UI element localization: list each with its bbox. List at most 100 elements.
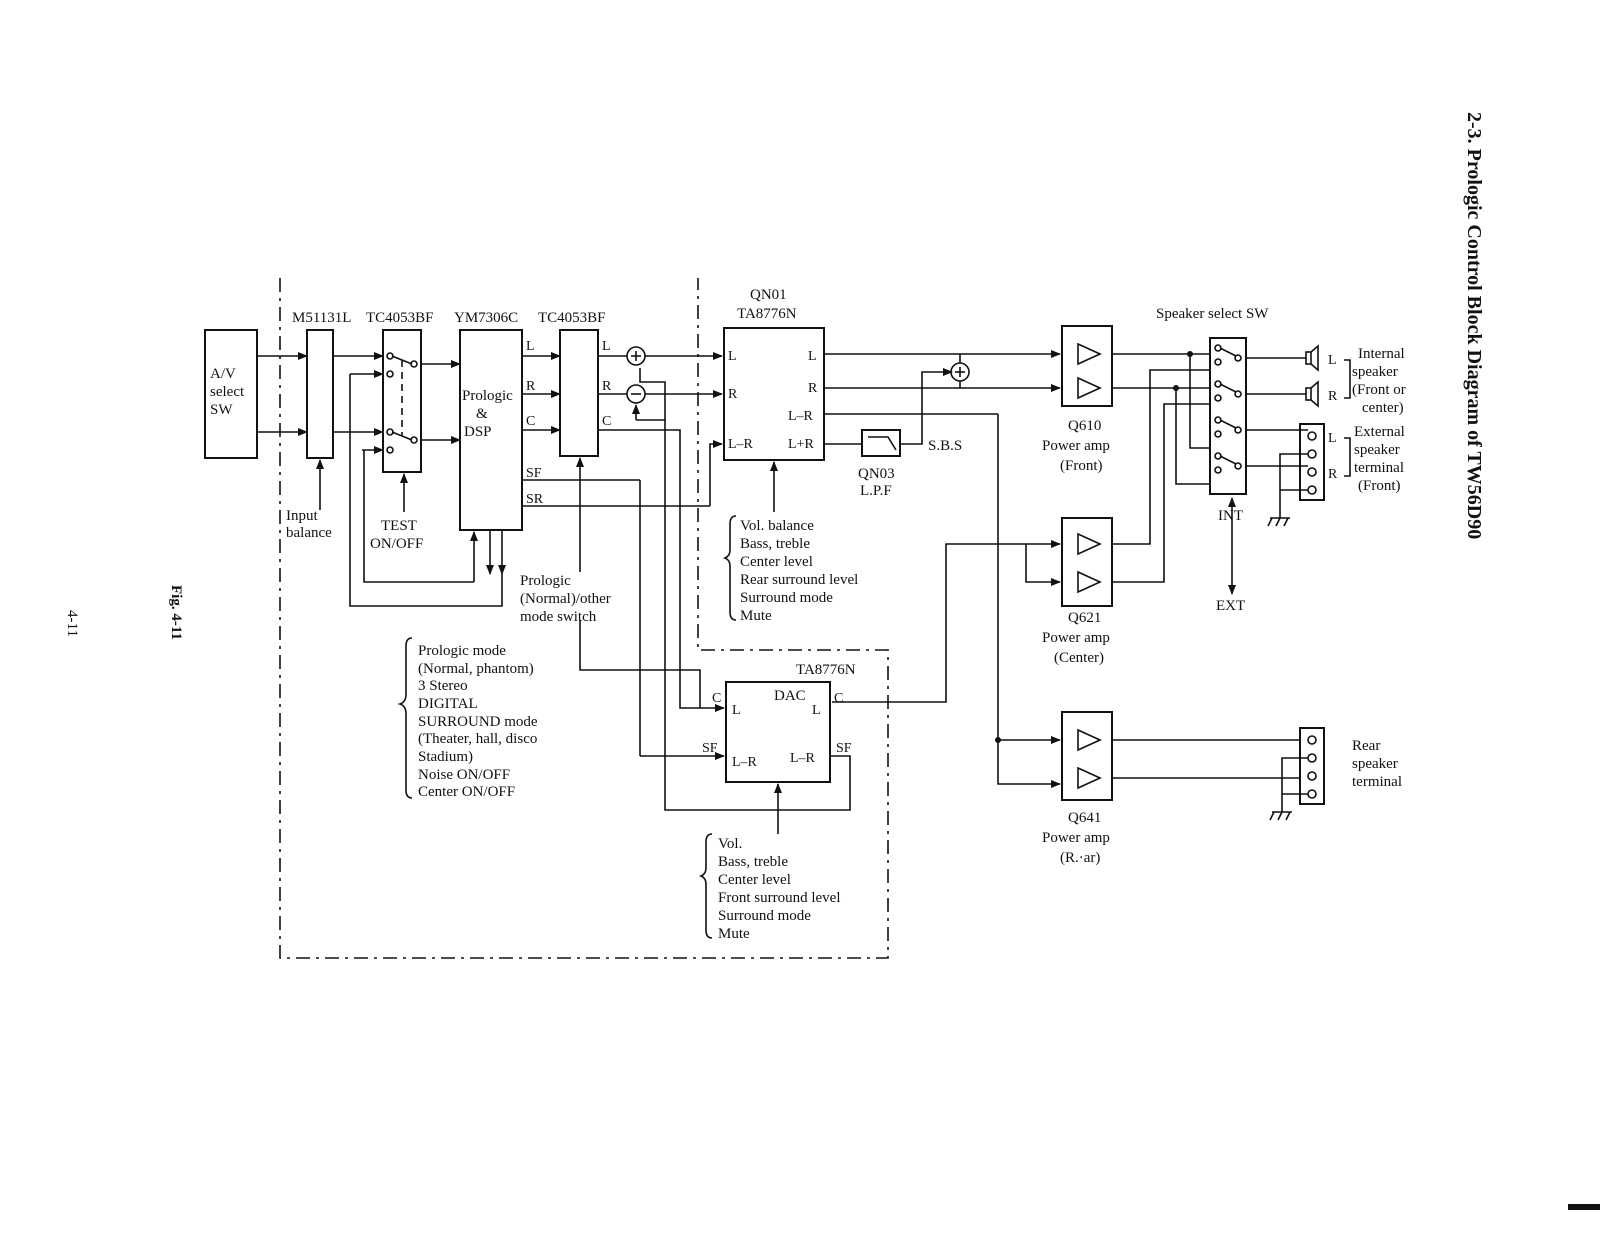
dac-out-c: C xyxy=(834,691,843,706)
svg-text:DIGITAL: DIGITAL xyxy=(418,696,478,712)
qn01-controls-list: Vol. balance Bass, treble Center level R… xyxy=(740,518,858,624)
qn03-label-2: L.P.F xyxy=(860,483,892,499)
qn01-out-r: R xyxy=(808,381,818,396)
int-spk-l: L xyxy=(1328,353,1337,368)
svg-text:(Normal, phantom): (Normal, phantom) xyxy=(418,661,534,677)
page-title: 2-3. Prologic Control Block Diagram of T… xyxy=(1463,112,1485,539)
q641-label-3: (R.·ar) xyxy=(1060,850,1100,866)
tc2-pin-l: L xyxy=(602,339,611,354)
qn03-label: QN03 xyxy=(858,466,895,482)
svg-text:Rear: Rear xyxy=(1352,738,1380,754)
ground-icon xyxy=(1267,517,1290,527)
fig-label: Fig. 4-11 xyxy=(168,585,184,640)
svg-text:terminal: terminal xyxy=(1354,460,1404,476)
qn01-out-lmr: L–R xyxy=(788,409,814,424)
q610-label-2: Power amp xyxy=(1042,438,1110,454)
qn01-pin-r: R xyxy=(728,387,738,402)
dsp-block xyxy=(459,329,523,531)
dsp-pin-sf: SF xyxy=(526,466,542,481)
dsp-label-1: Prologic xyxy=(462,388,513,404)
ta8776n-2-label: TA8776N xyxy=(796,662,856,678)
svg-text:center): center) xyxy=(1362,400,1404,416)
ext-term-l: L xyxy=(1328,431,1337,446)
qn01-brace xyxy=(722,515,737,621)
corner-mark xyxy=(1568,1204,1600,1210)
ta8776n-dac-block xyxy=(725,681,831,783)
ta8776n-controls-list: Vol. Bass, treble Center level Front sur… xyxy=(718,836,840,942)
prologic-modes-list: Prologic mode (Normal, phantom) 3 Stereo… xyxy=(418,643,538,800)
dac-label: DAC xyxy=(774,688,806,704)
svg-text:(Front): (Front) xyxy=(1358,478,1401,494)
q641-amp-block xyxy=(1061,711,1113,801)
prologic-switch-label-2: (Normal)/other xyxy=(520,591,611,607)
external-terminal-block xyxy=(1299,423,1325,501)
dac-in-c: C xyxy=(712,691,721,706)
m51131l-label: M51131L xyxy=(292,310,351,326)
test-label: TEST xyxy=(381,518,417,534)
q610-amp-block xyxy=(1061,325,1113,407)
internal-speaker-label: Internal speaker (Front or center) xyxy=(1352,346,1406,416)
q641-label: Q641 xyxy=(1068,810,1101,826)
svg-text:speaker: speaker xyxy=(1352,756,1398,772)
prologic-modes-brace xyxy=(397,637,413,799)
ta8776n-brace xyxy=(698,833,713,939)
svg-text:Center level: Center level xyxy=(718,872,791,888)
svg-text:Rear surround level: Rear surround level xyxy=(740,572,858,588)
svg-text:Noise ON/OFF: Noise ON/OFF xyxy=(418,767,510,783)
test-label-2: ON/OFF xyxy=(370,536,423,552)
svg-text:terminal: terminal xyxy=(1352,774,1402,790)
qn03-lpf-block xyxy=(861,429,901,457)
rear-speaker-label: Rear speaker terminal xyxy=(1352,738,1402,790)
svg-text:Mute: Mute xyxy=(740,608,772,624)
speaker-icon xyxy=(1305,344,1319,408)
qn01-block xyxy=(723,327,825,461)
dac-out-sf: SF xyxy=(836,741,852,756)
int-label: INT xyxy=(1218,508,1243,524)
svg-text:Internal: Internal xyxy=(1358,346,1405,362)
tc4053bf-1-label: TC4053BF xyxy=(366,310,434,326)
prologic-switch-label-1: Prologic xyxy=(520,573,571,589)
svg-text:Bass, treble: Bass, treble xyxy=(740,536,810,552)
dac-in-sf: SF xyxy=(702,741,718,756)
tc4053bf-2-block xyxy=(559,329,599,457)
dac-pin-l: L xyxy=(732,703,741,718)
dac-out-lr: L–R xyxy=(790,751,816,766)
boundary-left xyxy=(279,278,889,959)
svg-text:Surround mode: Surround mode xyxy=(718,908,811,924)
qn01-out-lpr: L+R xyxy=(788,437,814,452)
qn01-pin-lr: L–R xyxy=(728,437,754,452)
svg-text:SURROUND mode: SURROUND mode xyxy=(418,714,538,730)
input-balance-label: Input xyxy=(286,508,318,524)
ext-label: EXT xyxy=(1216,598,1245,614)
q621-label-3: (Center) xyxy=(1054,650,1104,666)
svg-text:A/V: A/V xyxy=(210,366,236,382)
ground-icon-rear xyxy=(1269,811,1292,821)
svg-text:Prologic mode: Prologic mode xyxy=(418,643,506,659)
dsp-label-3: DSP xyxy=(464,424,492,440)
svg-text:Center ON/OFF: Center ON/OFF xyxy=(418,784,515,800)
dsp-pin-c: C xyxy=(526,414,535,429)
ym7306c-label: YM7306C xyxy=(454,310,518,326)
q610-label-3: (Front) xyxy=(1060,458,1103,474)
q641-label-2: Power amp xyxy=(1042,830,1110,846)
sbs-label: S.B.S xyxy=(928,438,962,454)
tc4053bf-2-label: TC4053BF xyxy=(538,310,606,326)
svg-text:(Front or: (Front or xyxy=(1352,382,1406,398)
svg-text:Stadium): Stadium) xyxy=(418,749,473,765)
input-balance-label-2: balance xyxy=(286,525,332,541)
dsp-pin-l: L xyxy=(526,339,535,354)
dsp-label-2: & xyxy=(476,406,488,422)
svg-text:Mute: Mute xyxy=(718,926,750,942)
dsp-pin-sr: SR xyxy=(526,492,544,507)
external-speaker-label: External speaker terminal (Front) xyxy=(1354,424,1405,494)
svg-text:SW: SW xyxy=(210,402,233,418)
q621-label-2: Power amp xyxy=(1042,630,1110,646)
tc2-pin-c: C xyxy=(602,414,611,429)
svg-text:Vol. balance: Vol. balance xyxy=(740,518,814,534)
q621-label: Q621 xyxy=(1068,610,1101,626)
qn01-label: QN01 xyxy=(750,287,787,303)
tc2-pin-r: R xyxy=(602,379,612,394)
av-select-block: A/V select SW xyxy=(204,329,258,459)
svg-text:speaker: speaker xyxy=(1354,442,1400,458)
